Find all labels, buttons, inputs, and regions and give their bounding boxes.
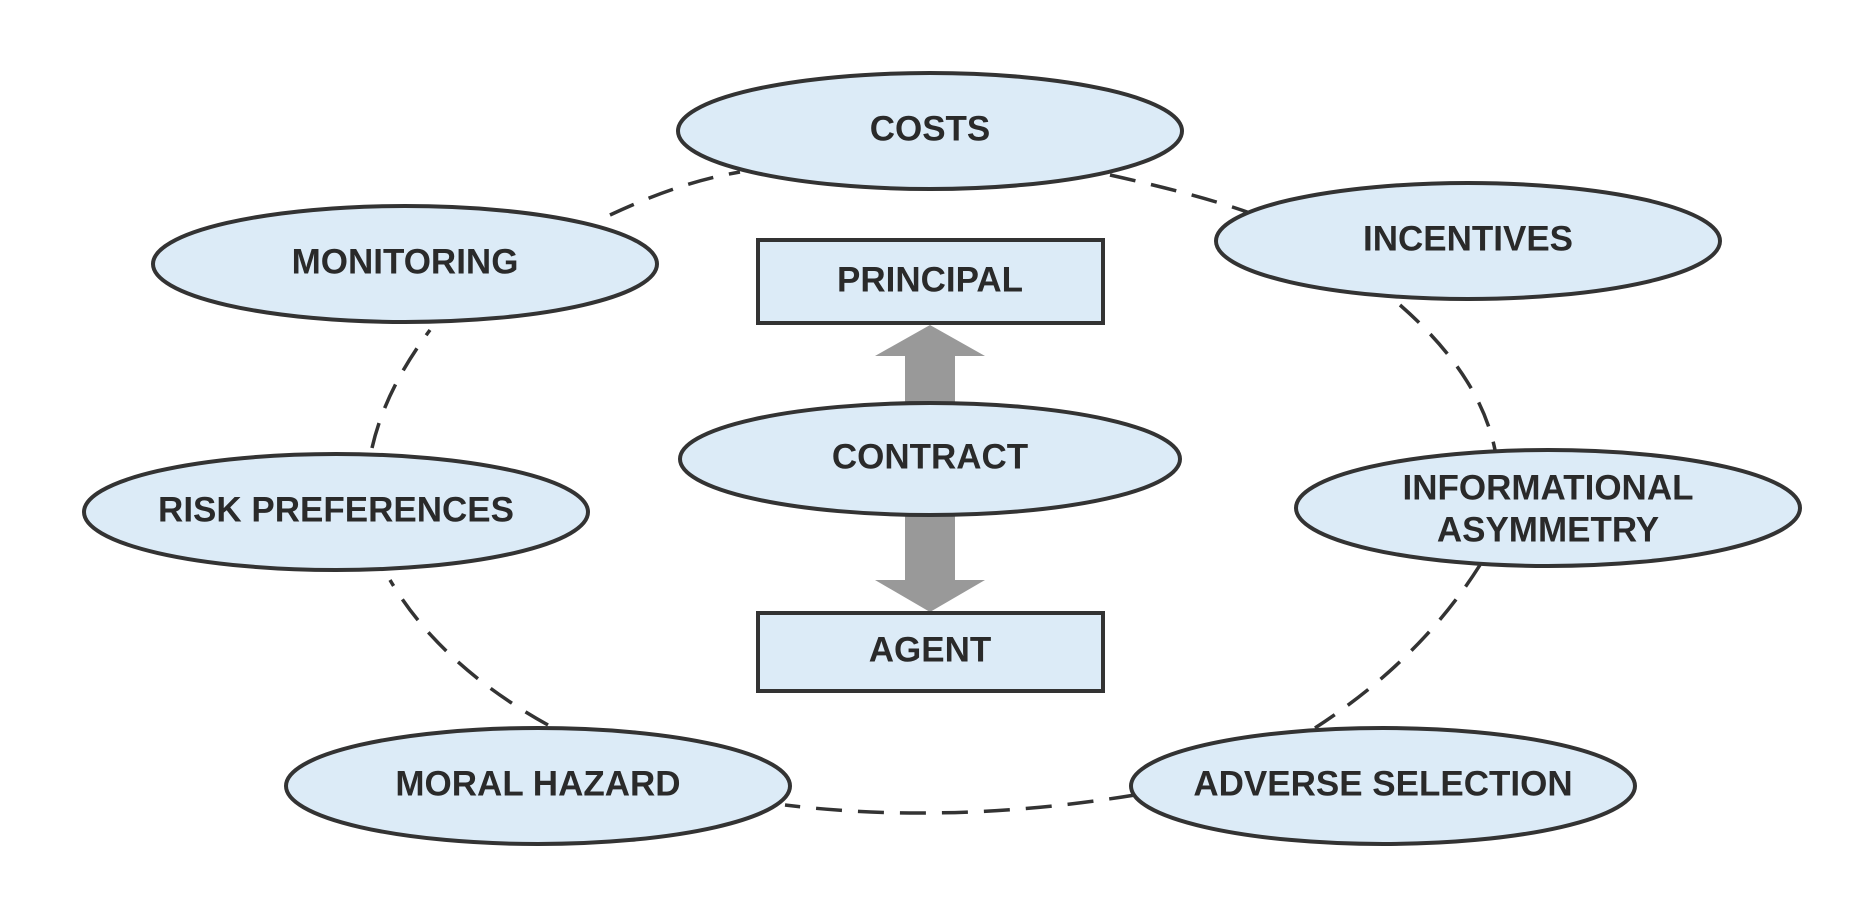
incentives-ellipse (1214, 181, 1722, 301)
adverse-selection-node: ADVERSE SELECTION (1129, 726, 1637, 846)
arrow-up-to-principal (875, 325, 985, 405)
incentives-node: INCENTIVES (1214, 181, 1722, 301)
connector-incentives-informational-asymmetry (1398, 303, 1497, 451)
contract-ellipse (678, 401, 1182, 517)
risk-preferences-ellipse (82, 452, 590, 572)
monitoring-ellipse (151, 204, 659, 324)
principal-box-shape (756, 238, 1105, 325)
agent-box-shape (756, 611, 1105, 693)
costs-ellipse (676, 71, 1184, 191)
principal-box: PRINCIPAL (756, 238, 1105, 325)
connector-risk-preferences-monitoring (370, 328, 432, 449)
principal-label: PRINCIPAL (837, 260, 1023, 299)
connector-costs-incentives (1109, 173, 1251, 215)
informational-asymmetry-node: INFORMATIONAL ASYMMETRY (1294, 448, 1802, 568)
contract-node: CONTRACT (678, 401, 1182, 517)
arrow-down-to-agent (875, 515, 985, 612)
costs-node: COSTS (676, 71, 1184, 191)
costs-label: COSTS (870, 109, 991, 148)
adverse-selection-label: ADVERSE SELECTION (1193, 764, 1572, 803)
connector-monitoring-costs (609, 170, 741, 217)
monitoring-node: MONITORING (151, 204, 659, 324)
risk-preferences-node: RISK PREFERENCES (82, 452, 590, 572)
moral-hazard-label: MORAL HAZARD (395, 764, 680, 803)
moral-hazard-node: MORAL HAZARD (284, 726, 792, 846)
connector-adverse-selection-moral-hazard (784, 793, 1136, 815)
arrows (875, 325, 985, 612)
agent-box: AGENT (756, 611, 1105, 693)
dashed-ring (370, 170, 1497, 815)
risk-preferences-label: RISK PREFERENCES (158, 490, 514, 529)
connector-moral-hazard-risk-preferences (388, 579, 549, 727)
contract-label: CONTRACT (832, 437, 1028, 476)
informational-asymmetry-label-line-2: ASYMMETRY (1437, 510, 1659, 549)
moral-hazard-ellipse (284, 726, 792, 846)
incentives-label: INCENTIVES (1363, 219, 1573, 258)
adverse-selection-ellipse (1129, 726, 1637, 846)
informational-asymmetry-label-line-1: INFORMATIONAL (1403, 468, 1694, 507)
monitoring-label: MONITORING (292, 242, 519, 281)
connector-informational-asymmetry-adverse-selection (1314, 564, 1482, 730)
informational-asymmetry-ellipse (1294, 448, 1802, 568)
agent-label: AGENT (869, 630, 992, 669)
